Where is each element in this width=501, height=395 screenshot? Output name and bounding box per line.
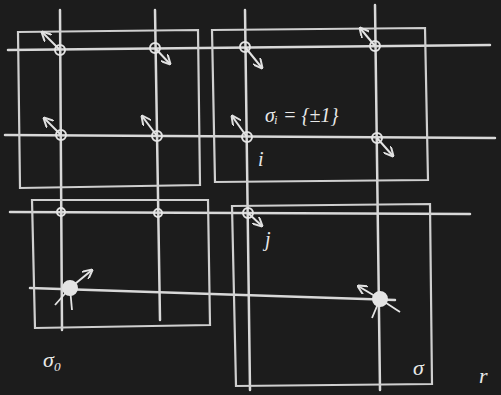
block-outlines <box>18 28 432 386</box>
spin-sites <box>55 41 387 306</box>
block-spin-label: σ₀ <box>40 348 65 372</box>
site-label: j <box>262 228 274 250</box>
corner-mark: r <box>476 364 491 388</box>
spin-arrows <box>42 28 393 299</box>
site-label: i <box>255 148 267 170</box>
lattice-lines <box>5 5 495 390</box>
spin-definition: σᵢ = {±1} <box>262 104 342 126</box>
block-spin-label: σ <box>410 356 427 380</box>
block-spin-strokes <box>55 288 400 318</box>
